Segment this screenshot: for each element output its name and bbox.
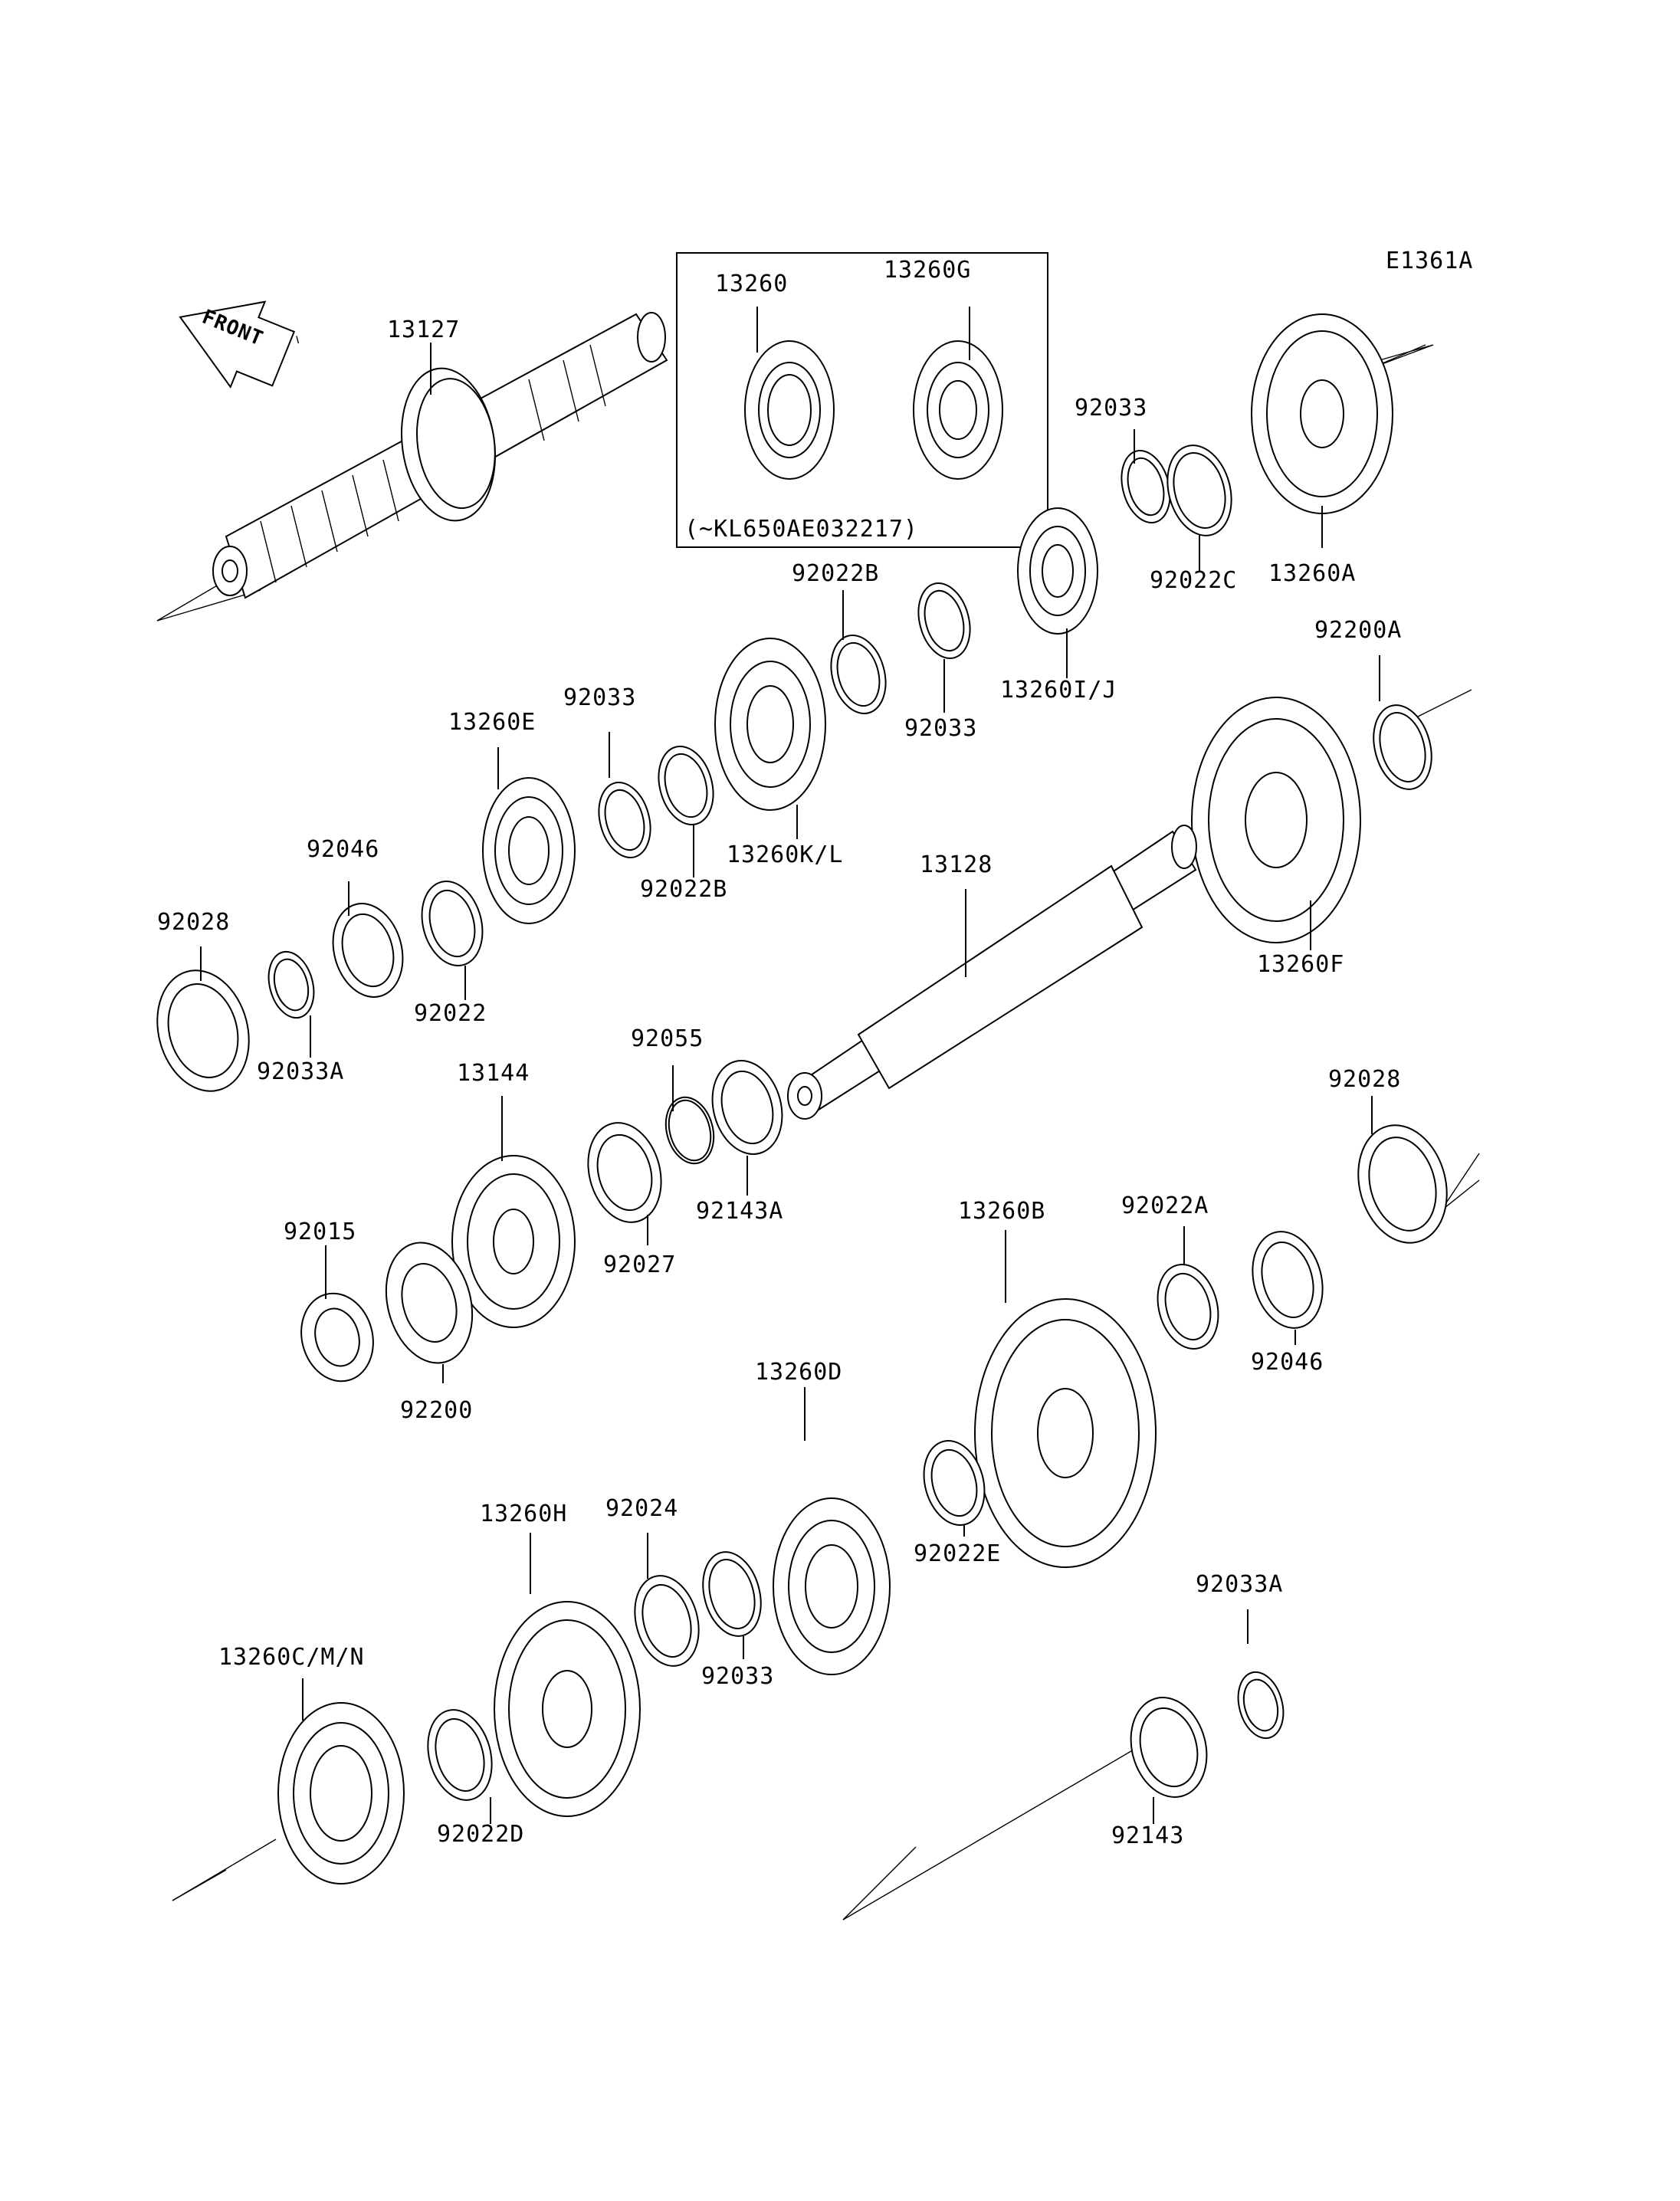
label-92015: 92015 xyxy=(284,1219,356,1245)
washer-92022B-a xyxy=(830,635,887,714)
collar-92143 xyxy=(1130,1697,1208,1798)
label-13260G: 13260G xyxy=(884,257,971,284)
label-13260CMN: 13260C/M/N xyxy=(218,1644,365,1671)
label-13260IJ: 13260I/J xyxy=(1000,677,1117,704)
input-shaft-13128 xyxy=(787,825,1197,1120)
label-13260D: 13260D xyxy=(755,1359,842,1386)
label-92033-a: 92033 xyxy=(1075,395,1147,422)
gear-13260D xyxy=(773,1497,891,1675)
bushing-92027 xyxy=(587,1122,662,1223)
leader-lines xyxy=(200,307,1380,1824)
washer-92022A xyxy=(1157,1264,1219,1350)
washer-92022C xyxy=(1166,444,1232,536)
bearing-92028-b xyxy=(1357,1124,1448,1244)
label-92028-a: 92028 xyxy=(157,909,230,936)
circlip-92033-c xyxy=(598,781,651,859)
washer-92024 xyxy=(634,1575,700,1667)
label-13260KL: 13260K/L xyxy=(727,841,844,868)
sprocket-13144 xyxy=(451,1155,576,1328)
circlip-92033-a xyxy=(1121,449,1171,524)
gear-13260KL xyxy=(714,638,826,811)
label-92028-b: 92028 xyxy=(1328,1066,1401,1093)
circlip-92033-d xyxy=(702,1551,762,1637)
label-92022B-a: 92022B xyxy=(792,560,879,587)
gear-13260B xyxy=(974,1298,1157,1568)
label-92022D: 92022D xyxy=(437,1821,524,1848)
label-92033-b: 92033 xyxy=(904,715,977,742)
label-13128: 13128 xyxy=(920,851,993,878)
label-92022E: 92022E xyxy=(914,1540,1001,1567)
label-13144: 13144 xyxy=(457,1060,530,1087)
front-arrow-icon xyxy=(179,300,300,389)
label-92022C: 92022C xyxy=(1150,567,1237,594)
washer-92022E xyxy=(923,1440,986,1526)
o-ring-92055 xyxy=(664,1096,715,1165)
label-92024: 92024 xyxy=(605,1495,678,1522)
inset-note: (~KL650AE032217) xyxy=(684,516,918,543)
label-92033-c: 92033 xyxy=(563,684,636,711)
label-92046-b: 92046 xyxy=(1251,1349,1324,1376)
gear-13260H xyxy=(494,1601,641,1817)
circlip-92033-b xyxy=(917,582,971,660)
label-13260: 13260 xyxy=(715,271,788,297)
inset-box xyxy=(676,252,1048,548)
needle-bearing-92046-a xyxy=(332,903,404,998)
circlip-92033A-a xyxy=(267,950,315,1019)
gear-13260IJ xyxy=(1017,507,1098,635)
collar-92143A xyxy=(711,1060,783,1155)
label-13260H: 13260H xyxy=(480,1501,567,1527)
washer-92022B-b xyxy=(658,746,714,825)
label-13260E: 13260E xyxy=(448,709,536,736)
label-92027: 92027 xyxy=(603,1251,676,1278)
label-92033A-a: 92033A xyxy=(257,1058,344,1085)
gear-13260F xyxy=(1191,697,1361,943)
label-92200: 92200 xyxy=(400,1397,473,1424)
gear-13260CMN xyxy=(277,1702,405,1884)
lock-washer-92200 xyxy=(385,1242,474,1364)
gear-13260A xyxy=(1251,313,1393,514)
washer-92022D xyxy=(427,1709,493,1801)
label-13260A: 13260A xyxy=(1268,560,1356,587)
bearing-92028-a xyxy=(156,969,250,1092)
part-labels: 13127 13260 13260G 92033 13260A 92022C 9… xyxy=(157,257,1402,1849)
diagram-id: E1361A xyxy=(1386,248,1473,274)
label-92033A-b: 92033A xyxy=(1196,1571,1283,1598)
label-92143A: 92143A xyxy=(696,1198,783,1225)
label-92022A: 92022A xyxy=(1121,1192,1209,1219)
label-92033-d: 92033 xyxy=(701,1663,774,1690)
label-92143: 92143 xyxy=(1111,1822,1184,1849)
label-92022: 92022 xyxy=(414,1000,487,1027)
washer-92022 xyxy=(421,881,484,966)
label-13260B: 13260B xyxy=(958,1198,1045,1225)
nut-92015 xyxy=(300,1292,374,1383)
label-92046-a: 92046 xyxy=(307,836,379,863)
label-92055: 92055 xyxy=(631,1025,704,1052)
label-92022B-b: 92022B xyxy=(640,876,727,903)
output-shaft-13127 xyxy=(212,312,668,599)
circlip-92033A-b xyxy=(1237,1671,1285,1740)
needle-bearing-92046-b xyxy=(1252,1231,1324,1329)
label-92200A: 92200A xyxy=(1314,617,1402,644)
gear-13260G xyxy=(913,340,1003,480)
washer-92200A xyxy=(1373,704,1432,790)
label-13127: 13127 xyxy=(387,317,460,343)
gear-13260E xyxy=(482,777,576,924)
gear-13260 xyxy=(744,340,835,480)
label-13260F: 13260F xyxy=(1257,951,1344,978)
